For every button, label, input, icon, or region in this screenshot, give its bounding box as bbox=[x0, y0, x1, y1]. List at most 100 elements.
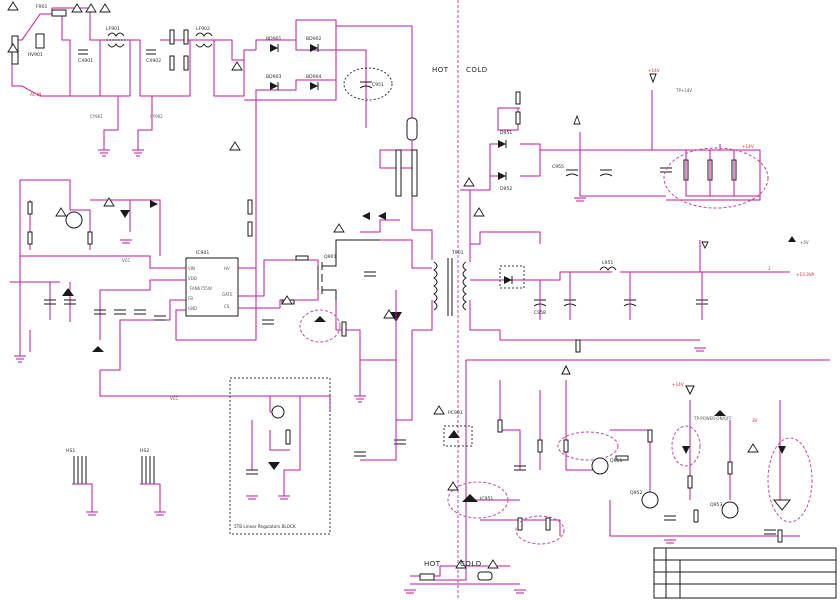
net-3v: 3V bbox=[752, 418, 758, 423]
diode-bd904 bbox=[310, 82, 318, 90]
zener-zd902 bbox=[62, 288, 74, 296]
warning-icon bbox=[7, 1, 19, 11]
regulator-box-label: 5TB Linear Regulators BLOCK bbox=[234, 524, 296, 529]
ground-symbol bbox=[86, 511, 166, 516]
highlight-ellipse bbox=[515, 515, 565, 545]
regulator-box bbox=[229, 377, 331, 535]
cold-output-5v: L951 C958 3 +13.3VA +5V bbox=[470, 231, 814, 353]
ground-symbol bbox=[694, 347, 706, 352]
shunt-regulator-ic951 bbox=[462, 494, 478, 502]
cy901-label: CY901 bbox=[90, 114, 103, 119]
test-point bbox=[685, 385, 695, 396]
label-q901: Q901 bbox=[324, 254, 336, 260]
warning-icon bbox=[85, 3, 97, 13]
warning-icon bbox=[333, 223, 345, 233]
label-ic-part: FAN6755W bbox=[190, 286, 212, 291]
warning-icon bbox=[447, 481, 459, 491]
resistor-r962 bbox=[537, 439, 543, 453]
ac-input-section: F901 RV901 CX901 CX902 LF901 LF902 AC IN bbox=[7, 1, 256, 157]
warning-icon bbox=[99, 3, 111, 13]
label-l951: L951 bbox=[602, 260, 613, 266]
resistor-r903 bbox=[183, 29, 189, 45]
resistor-r970 bbox=[777, 529, 783, 543]
ground-symbol bbox=[98, 149, 144, 157]
test-point bbox=[714, 410, 726, 416]
diode-bd901 bbox=[270, 44, 278, 52]
net-vcc-2: VCC bbox=[170, 396, 179, 401]
fuse-f901 bbox=[51, 9, 67, 17]
highlight-ellipse bbox=[557, 431, 619, 461]
highlight-ellipse bbox=[663, 147, 769, 209]
warning-icon bbox=[229, 141, 241, 151]
resistor-r922 bbox=[247, 221, 253, 237]
resistor-r920 bbox=[295, 255, 309, 261]
resistor-r961 bbox=[497, 419, 503, 433]
resistor-r918 bbox=[27, 231, 33, 245]
warning-icon bbox=[747, 443, 759, 453]
capacitor-cy903 bbox=[419, 573, 435, 581]
resistor-r911 bbox=[395, 149, 402, 197]
resistor-r969 bbox=[727, 461, 733, 475]
label-pc901: PC901 bbox=[448, 410, 463, 416]
resistor-r966 bbox=[615, 455, 629, 461]
inductor-l951 bbox=[599, 266, 617, 271]
label-bd903: BD903 bbox=[266, 74, 282, 80]
capacitor-c958 bbox=[533, 299, 708, 307]
resistor-r965 bbox=[545, 517, 551, 531]
test-point-14v bbox=[649, 73, 657, 84]
zener-zd952 bbox=[778, 446, 786, 454]
resistor-r972 bbox=[515, 111, 521, 125]
pin-label: 3 bbox=[768, 266, 771, 271]
warning-icon bbox=[487, 559, 499, 569]
label-bd901: BD901 bbox=[266, 36, 282, 42]
net-14v: +14V bbox=[648, 68, 660, 73]
pin-label: VDD bbox=[188, 276, 197, 281]
diode-d952 bbox=[498, 172, 506, 180]
capacitor-c910 bbox=[44, 271, 406, 457]
bridge-rectifier: BD901 BD902 BD903 BD904 C951 bbox=[229, 19, 393, 151]
capacitor-cx901 bbox=[78, 49, 88, 55]
label-lf901: LF901 bbox=[106, 26, 120, 32]
pin-label: HV bbox=[224, 266, 230, 271]
ac-note-label: AC IN bbox=[30, 92, 41, 97]
varistor-rv901 bbox=[35, 33, 45, 49]
net-vcc: VCC bbox=[122, 258, 131, 263]
optocoupler-pc901-a bbox=[65, 211, 83, 229]
diode-bd902 bbox=[310, 44, 318, 52]
pin-label: GATE bbox=[222, 292, 233, 297]
label-t901: T901 bbox=[451, 250, 464, 256]
resistor-r971 bbox=[515, 91, 521, 105]
resistor-r930 bbox=[285, 429, 291, 445]
zener-zd903 bbox=[314, 316, 326, 322]
capacitor-c917 bbox=[246, 469, 258, 475]
highlight-ellipse bbox=[767, 437, 813, 523]
cold-output-14v: D951 D952 C955 +14V TP+14V +14V bbox=[463, 68, 769, 217]
diode-pack bbox=[499, 265, 525, 289]
probe-marker bbox=[573, 114, 581, 125]
label-rv901: RV901 bbox=[28, 52, 43, 58]
test-point-5v bbox=[788, 236, 796, 242]
inductor-lw901 bbox=[406, 117, 418, 141]
capacitor-c955 bbox=[565, 167, 672, 177]
net-5v: +5V bbox=[800, 240, 809, 245]
label-lf902: LF902 bbox=[196, 26, 210, 32]
highlight-ellipse bbox=[343, 67, 393, 101]
transistor-q951 bbox=[591, 457, 609, 475]
zener-zd901 bbox=[120, 210, 130, 218]
warning-icon bbox=[71, 3, 83, 13]
diode-d903 bbox=[150, 200, 158, 208]
bottom-interface bbox=[404, 559, 526, 594]
net-tp-power: TP-POWER-ON/OFF bbox=[693, 416, 732, 421]
controller-ic bbox=[185, 257, 239, 317]
zener-zd951 bbox=[682, 446, 690, 454]
net-13v: +13.3VA bbox=[796, 272, 814, 277]
capacitor-cx902 bbox=[146, 49, 156, 55]
zener-zd904 bbox=[268, 462, 280, 470]
mosfet-q901 bbox=[317, 239, 380, 300]
resistor-r917 bbox=[27, 201, 33, 215]
pin-label: VIN bbox=[188, 266, 195, 271]
label-cx902: CX902 bbox=[146, 58, 161, 64]
optocoupler-pc901 bbox=[443, 425, 473, 447]
opto-led bbox=[448, 430, 460, 438]
diode-d904 bbox=[92, 346, 104, 352]
